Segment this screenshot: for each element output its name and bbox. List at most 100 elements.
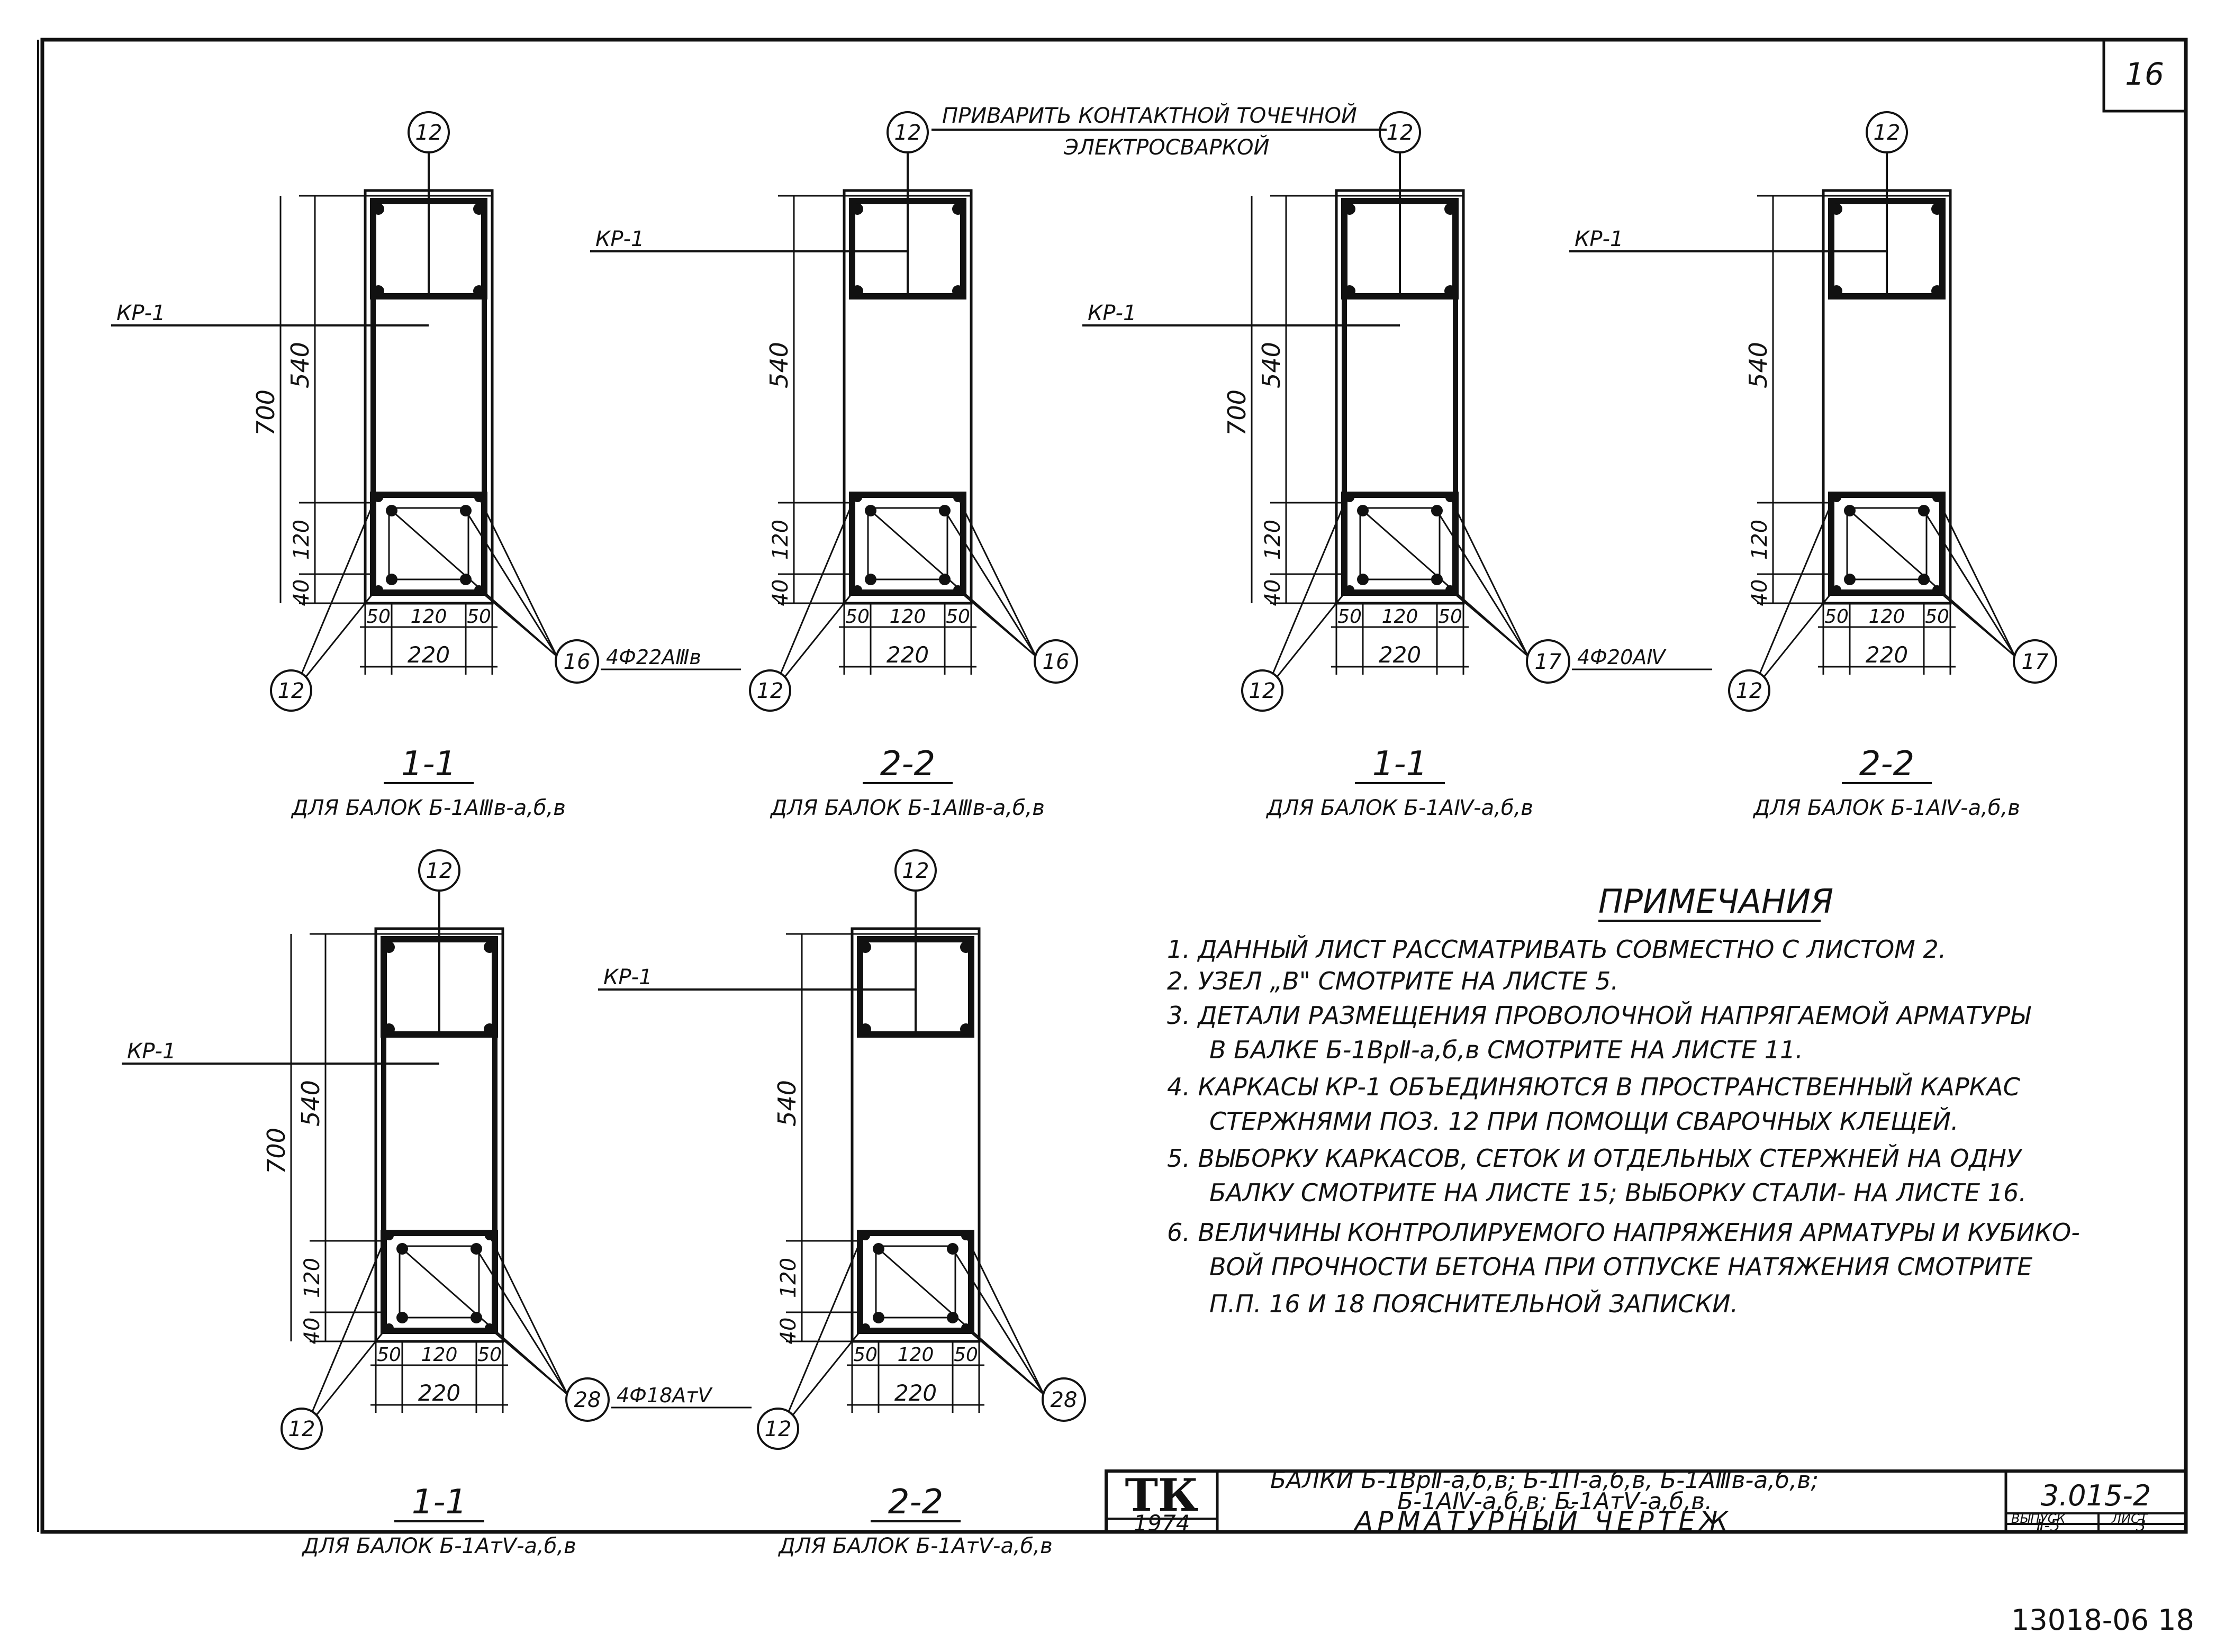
dim-50-right: 50	[1438, 606, 1462, 628]
bottom-cage	[1828, 492, 1946, 596]
position-callout-top	[1866, 111, 1908, 153]
dim-40: 40	[1261, 579, 1285, 606]
section-caption: ДЛЯ БАЛОК Б-1АⅢв-а,б,в	[291, 796, 566, 820]
top-rebar-dot	[852, 203, 863, 215]
leader-right-1	[1936, 497, 2016, 657]
top-rebar-dot	[860, 1023, 871, 1035]
bottom-rebar-dot	[873, 1312, 884, 1323]
sheet-label: ЛИСТ	[2111, 1511, 2149, 1526]
position-callout-top	[894, 849, 937, 892]
position-callout-left	[749, 669, 791, 712]
leader-right-2	[1923, 510, 2016, 657]
note-line: 3. ДЕТАЛИ РАЗМЕЩЕНИЯ ПРОВОЛОЧНОЙ НАПРЯГА…	[1167, 1001, 2031, 1030]
position-callout-top	[408, 111, 450, 153]
leader-right-4	[870, 510, 1036, 657]
leader-right-2	[1436, 510, 1529, 657]
rebar-spec: 4Ф18АтⅤ	[617, 1384, 713, 1407]
frame-label: КР-1	[595, 227, 644, 251]
leader-left-1	[311, 1235, 387, 1412]
leader-right-4	[878, 1248, 1044, 1395]
leader-left-2	[1763, 589, 1835, 677]
top-rebar-dot	[473, 285, 485, 297]
top-rebar-dot	[952, 285, 964, 297]
cage-corner-dot	[1832, 585, 1841, 595]
position-callout-top	[418, 849, 460, 892]
weld-note: ПРИВАРИТЬ КОНТАКТНОЙ ТОЧЕЧНОЙ ЭЛЕКТРОСВА…	[931, 103, 1387, 160]
bottom-rebar-dot	[939, 574, 951, 585]
bottom-rebar-dot	[1357, 574, 1369, 585]
frame-label: КР-1	[116, 301, 165, 325]
position-callout-right	[1526, 639, 1570, 684]
dim-700: 700	[262, 1128, 291, 1174]
notes-title: ПРИМЕЧАНИЯ	[1598, 882, 1833, 921]
position-number: 12	[765, 1417, 792, 1441]
bottom-stirrup	[388, 507, 469, 580]
position-callout-right	[1034, 639, 1078, 684]
weld-note-line1: ПРИВАРИТЬ КОНТАКТНОЙ ТОЧЕЧНОЙ	[942, 103, 1357, 128]
cage-corner-dot	[384, 1231, 394, 1240]
leader-right-2	[952, 1248, 1045, 1395]
dim-700: 700	[1223, 389, 1251, 436]
section-title: 1-1	[401, 745, 457, 784]
dim-50-left: 50	[1824, 606, 1849, 628]
dim-120-mid: 120	[1382, 606, 1418, 628]
section-title: 1-1	[1372, 745, 1428, 784]
note-line: 5. ВЫБОРКУ КАРКАСОВ, СЕТОК И ОТДЕЛЬНЫХ С…	[1167, 1144, 2023, 1173]
bottom-stirrup	[1846, 507, 1928, 580]
top-rebar-dot	[1931, 203, 1943, 215]
dim-40: 40	[768, 579, 793, 606]
frame-label: КР-1	[127, 1039, 176, 1064]
leader-right-1	[1449, 497, 1529, 657]
title-block-upper	[1105, 1469, 2187, 1533]
position-number: 17	[1535, 650, 1562, 674]
dim-50-right: 50	[467, 606, 491, 628]
frame-label: КР-1	[1088, 301, 1136, 325]
position-callout-left	[270, 669, 312, 712]
leader-right-2	[475, 1248, 568, 1395]
dim-120: 120	[768, 520, 793, 560]
leader-right-2	[944, 510, 1037, 657]
dim-50-right: 50	[1925, 606, 1949, 628]
cage-corner-dot	[374, 493, 383, 502]
sheet-value: 3	[2136, 1517, 2146, 1535]
dim-220: 220	[887, 642, 929, 668]
position-callout-left	[1728, 669, 1770, 712]
cage-corner-dot	[384, 1323, 394, 1333]
dim-220: 220	[418, 1380, 460, 1406]
bottom-rebar-dot	[471, 1312, 482, 1323]
note-line: 4. КАРКАСЫ КР-1 ОБЪЕДИНЯЮТСЯ В ПРОСТРАНС…	[1167, 1073, 2020, 1101]
bottom-rebar-dot	[460, 574, 472, 585]
position-callout-right	[1042, 1377, 1086, 1422]
rebar-spec: 4Ф20АⅣ	[1577, 646, 1667, 669]
dim-120: 120	[300, 1258, 324, 1298]
leader-left-1	[780, 497, 856, 674]
dim-220: 220	[1379, 642, 1421, 668]
dim-120-mid: 120	[898, 1344, 934, 1366]
dim-40: 40	[290, 579, 314, 606]
bottom-stirrup	[875, 1245, 956, 1319]
dim-120-mid: 120	[1869, 606, 1905, 628]
bottom-stirrup	[1359, 507, 1441, 580]
dim-40: 40	[300, 1318, 324, 1345]
position-number: 12	[894, 121, 921, 145]
note-line: 2. УЗЕЛ „В" СМОТРИТЕ НА ЛИСТЕ 5.	[1167, 967, 1618, 995]
position-number: 12	[278, 679, 305, 703]
dim-120-mid: 120	[421, 1344, 458, 1366]
section-title: 2-2	[880, 745, 936, 784]
top-rebar-dot	[860, 941, 871, 953]
leader-right-1	[957, 497, 1037, 657]
dim-220: 220	[408, 642, 450, 668]
title-block-description-3: АРМАТУРНЫЙ ЧЕРТЕЖ	[1353, 1505, 1732, 1537]
note-line: БАЛКУ СМОТРИТЕ НА ЛИСТЕ 15; ВЫБОРКУ СТАЛ…	[1209, 1178, 2027, 1207]
position-callout-left	[281, 1408, 323, 1450]
section-caption: ДЛЯ БАЛОК Б-1АтⅤ-а,б,в	[777, 1534, 1052, 1558]
frame-label: КР-1	[1575, 227, 1623, 251]
position-number: 12	[1736, 679, 1763, 703]
dim-540: 540	[773, 1080, 801, 1127]
dim-540: 540	[765, 342, 793, 388]
top-rebar-dot	[373, 285, 384, 297]
top-rebar-dot	[383, 1023, 395, 1035]
bottom-rebar-dot	[865, 574, 876, 585]
